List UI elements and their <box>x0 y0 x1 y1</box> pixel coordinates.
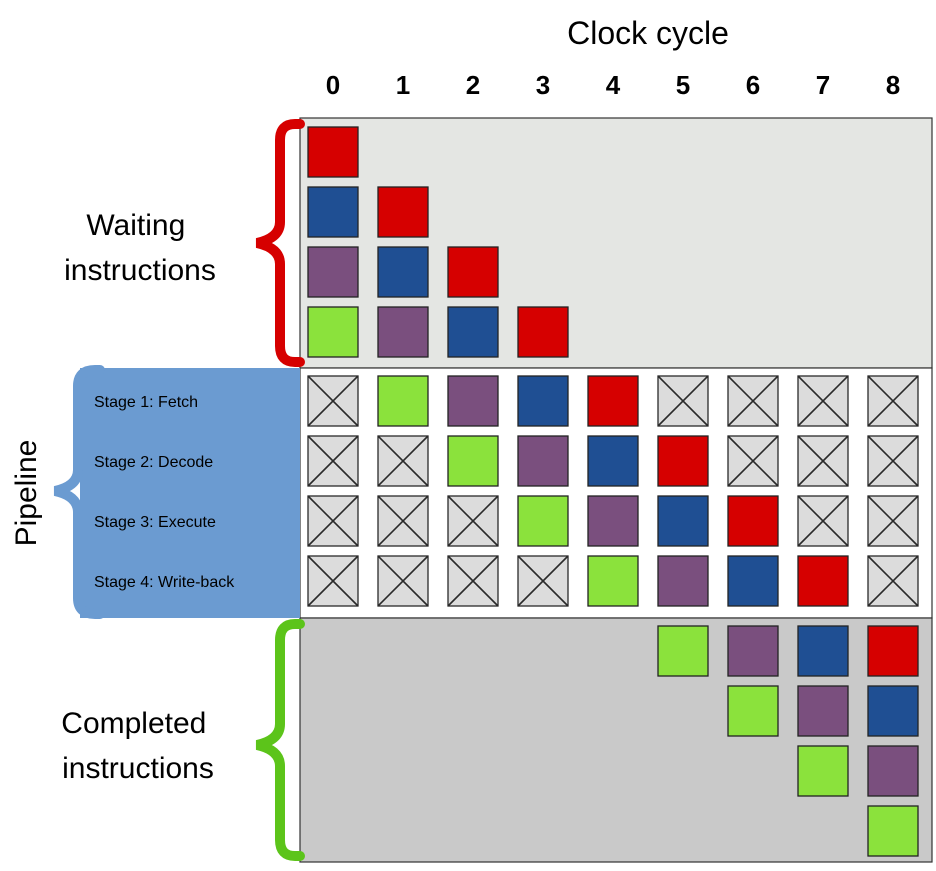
completed-label-line: instructions <box>62 752 214 785</box>
clock-cycle-title: Clock cycle <box>567 15 729 51</box>
empty-stage-slot <box>307 555 359 607</box>
empty-stage-slot <box>307 375 359 427</box>
waiting-instruction-purple <box>307 246 359 298</box>
pipeline-instruction-green <box>447 435 499 487</box>
pipeline-label: Pipeline <box>10 440 43 547</box>
cycle-label-2: 2 <box>466 70 480 100</box>
pipeline-instruction-purple <box>447 375 499 427</box>
waiting-label-line: instructions <box>64 254 216 287</box>
empty-stage-slot <box>307 495 359 547</box>
completed-instruction-green <box>657 625 709 677</box>
empty-stage-slot <box>797 495 849 547</box>
pipeline-instruction-blue <box>727 555 779 607</box>
cycle-label-7: 7 <box>816 70 830 100</box>
empty-stage-slot <box>797 375 849 427</box>
completed-instruction-green <box>727 685 779 737</box>
waiting-instruction-red <box>517 306 569 358</box>
pipeline-instruction-red <box>797 555 849 607</box>
pipeline-instruction-blue <box>657 495 709 547</box>
pipeline-instruction-blue <box>517 375 569 427</box>
waiting-instruction-blue <box>377 246 429 298</box>
stage-label: Stage 4: Write-back <box>94 574 235 591</box>
pipeline-instruction-green <box>587 555 639 607</box>
pipeline-instruction-red <box>587 375 639 427</box>
completed-instruction-blue <box>797 625 849 677</box>
completed-instruction-blue <box>867 685 919 737</box>
empty-stage-slot <box>867 435 919 487</box>
completed-instruction-red <box>867 625 919 677</box>
pipeline-instruction-blue <box>587 435 639 487</box>
waiting-instruction-red <box>377 186 429 238</box>
waiting-instruction-green <box>307 306 359 358</box>
cycle-label-5: 5 <box>676 70 690 100</box>
completed-instruction-purple <box>797 685 849 737</box>
empty-stage-slot <box>377 555 429 607</box>
completed-label-line: Completed <box>61 707 206 740</box>
empty-stage-slot <box>867 555 919 607</box>
waiting-label: Waiting instructions <box>64 209 216 287</box>
stage-label: Stage 1: Fetch <box>94 394 198 411</box>
pipeline-instruction-purple <box>517 435 569 487</box>
pipeline-instruction-purple <box>587 495 639 547</box>
waiting-instruction-red <box>447 246 499 298</box>
stage-label: Stage 2: Decode <box>94 454 213 471</box>
stage-label: Stage 3: Execute <box>94 514 216 531</box>
empty-stage-slot <box>727 435 779 487</box>
stage-panel <box>80 368 300 618</box>
pipeline-instruction-green <box>377 375 429 427</box>
completed-instruction-purple <box>727 625 779 677</box>
completed-instruction-green <box>867 805 919 857</box>
empty-stage-slot <box>377 495 429 547</box>
pipeline-instruction-red <box>657 435 709 487</box>
cycle-label-1: 1 <box>396 70 410 100</box>
empty-stage-slot <box>867 375 919 427</box>
cycle-label-4: 4 <box>606 70 621 100</box>
completed-label: Completed instructions <box>61 707 214 785</box>
waiting-instruction-blue <box>307 186 359 238</box>
pipeline-instruction-purple <box>657 555 709 607</box>
completed-instruction-purple <box>867 745 919 797</box>
cycle-labels: 0 1 2 3 4 5 6 7 8 <box>326 70 900 100</box>
empty-stage-slot <box>517 555 569 607</box>
empty-stage-slot <box>797 435 849 487</box>
cycle-label-3: 3 <box>536 70 550 100</box>
instruction-cells <box>307 126 919 857</box>
empty-stage-slot <box>377 435 429 487</box>
empty-stage-slot <box>657 375 709 427</box>
empty-stage-slot <box>307 435 359 487</box>
cycle-label-6: 6 <box>746 70 760 100</box>
waiting-instruction-blue <box>447 306 499 358</box>
pipeline-instruction-green <box>517 495 569 547</box>
waiting-instruction-red <box>307 126 359 178</box>
cycle-label-8: 8 <box>886 70 900 100</box>
waiting-label-line: Waiting <box>86 209 185 242</box>
waiting-brace <box>255 119 305 367</box>
waiting-instruction-purple <box>377 306 429 358</box>
pipeline-instruction-red <box>727 495 779 547</box>
empty-stage-slot <box>727 375 779 427</box>
completed-brace <box>255 619 305 861</box>
empty-stage-slot <box>447 495 499 547</box>
empty-stage-slot <box>867 495 919 547</box>
cycle-label-0: 0 <box>326 70 340 100</box>
pipeline-brace <box>53 365 105 619</box>
empty-stage-slot <box>447 555 499 607</box>
completed-instruction-green <box>797 745 849 797</box>
